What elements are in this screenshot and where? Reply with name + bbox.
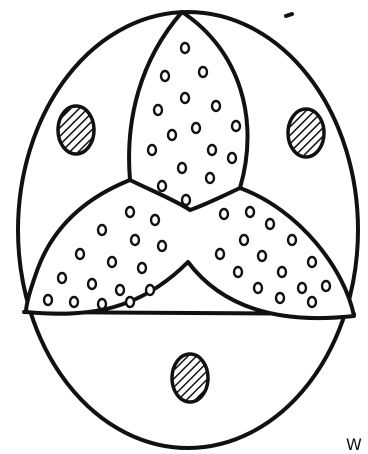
petal-dot: [199, 67, 207, 77]
petal-dot: [126, 207, 134, 217]
petal-dot: [258, 251, 266, 261]
petal-dot: [44, 295, 52, 305]
petal-dot: [276, 293, 284, 303]
petal-dot: [108, 257, 116, 267]
petal-dot: [148, 145, 156, 155]
petal-dot: [154, 105, 162, 115]
petal-dot: [308, 257, 316, 267]
petal-dot: [126, 297, 134, 307]
petal-dot: [168, 130, 176, 140]
petal-dot: [151, 215, 159, 225]
petal-dot: [206, 173, 214, 183]
petal-dot: [278, 267, 286, 277]
petal-dot: [181, 93, 189, 103]
petal-dot: [228, 153, 236, 163]
hatched-spot-right: [288, 109, 324, 157]
petal-dot: [181, 43, 189, 53]
hatched-spot-bottom: [172, 354, 208, 402]
petal-dot: [240, 235, 248, 245]
petal-dot: [146, 285, 154, 295]
petal-dot: [131, 235, 139, 245]
petal-dot: [76, 249, 84, 259]
petal-dot: [246, 207, 254, 217]
petal-dot: [98, 225, 106, 235]
petal-dot: [234, 267, 242, 277]
petal-dot: [322, 281, 330, 291]
petal-dot: [288, 235, 296, 245]
petal-dot: [298, 283, 306, 293]
petal-dot: [98, 299, 106, 309]
petal-dot: [220, 209, 228, 219]
petal-dot: [182, 195, 190, 205]
stray-mark: [286, 14, 292, 16]
petal-dot: [58, 273, 66, 283]
petal-dot: [192, 123, 200, 133]
petal-dot: [116, 285, 124, 295]
petal-dot: [266, 219, 274, 229]
petal-dot: [158, 241, 166, 251]
petal-dot: [178, 163, 186, 173]
petal-dot: [232, 121, 240, 131]
petal-dot: [70, 297, 78, 307]
petal-dot: [88, 279, 96, 289]
petal-dot: [216, 249, 224, 259]
petal-dot: [161, 71, 169, 81]
corner-mark: W: [346, 435, 362, 454]
petal-dot: [254, 283, 262, 293]
petal-dot: [208, 145, 216, 155]
petal-dot: [138, 263, 146, 273]
petal-dot: [158, 181, 166, 191]
petal-dot: [212, 101, 220, 111]
trefoil-shape: [26, 12, 354, 318]
petal-dot: [308, 297, 316, 307]
hatched-spot-left: [58, 106, 94, 154]
